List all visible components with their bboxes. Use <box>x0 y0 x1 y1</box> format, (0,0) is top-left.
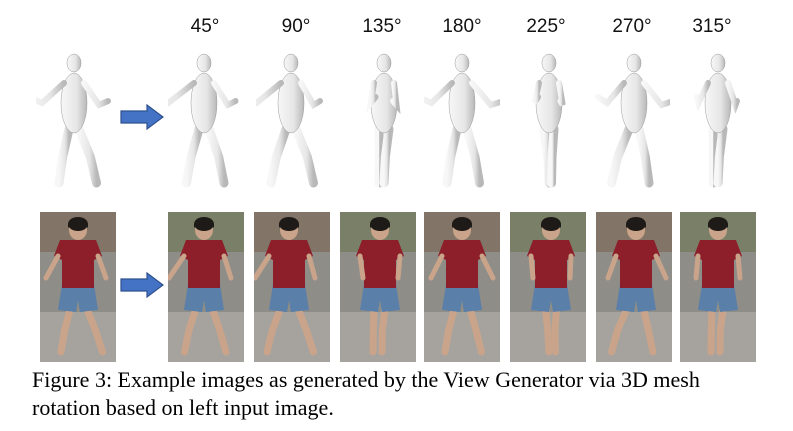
generated-person-image-270 <box>596 212 672 362</box>
mesh-figure-315 <box>680 45 756 193</box>
mesh-figure-135 <box>344 45 420 193</box>
angle-label-45: 45° <box>190 16 220 37</box>
generated-person-image-135 <box>340 212 416 362</box>
figure-caption: Figure 3: Example images as generated by… <box>32 367 700 420</box>
input-mesh-figure <box>36 45 112 193</box>
right-arrow-icon <box>120 272 164 298</box>
right-arrow-icon <box>120 104 164 130</box>
mesh-figure-225 <box>508 45 584 193</box>
generated-person-image-180 <box>424 212 500 362</box>
mesh-figure-45 <box>168 45 244 193</box>
generated-person-image-90 <box>254 212 330 362</box>
angle-label-225: 225° <box>526 16 566 37</box>
angle-label-270: 270° <box>612 16 652 37</box>
angle-label-135: 135° <box>362 16 402 37</box>
angle-label-315: 315° <box>692 16 732 37</box>
angle-label-90: 90° <box>281 16 311 37</box>
mesh-figure-90 <box>256 45 332 193</box>
angle-label-180: 180° <box>442 16 482 37</box>
mesh-figure-180 <box>424 45 500 193</box>
generated-person-image-315 <box>680 212 756 362</box>
generated-person-image-225 <box>510 212 586 362</box>
input-person-image <box>40 212 116 362</box>
generated-person-image-45 <box>168 212 244 362</box>
mesh-figure-270 <box>594 45 670 193</box>
